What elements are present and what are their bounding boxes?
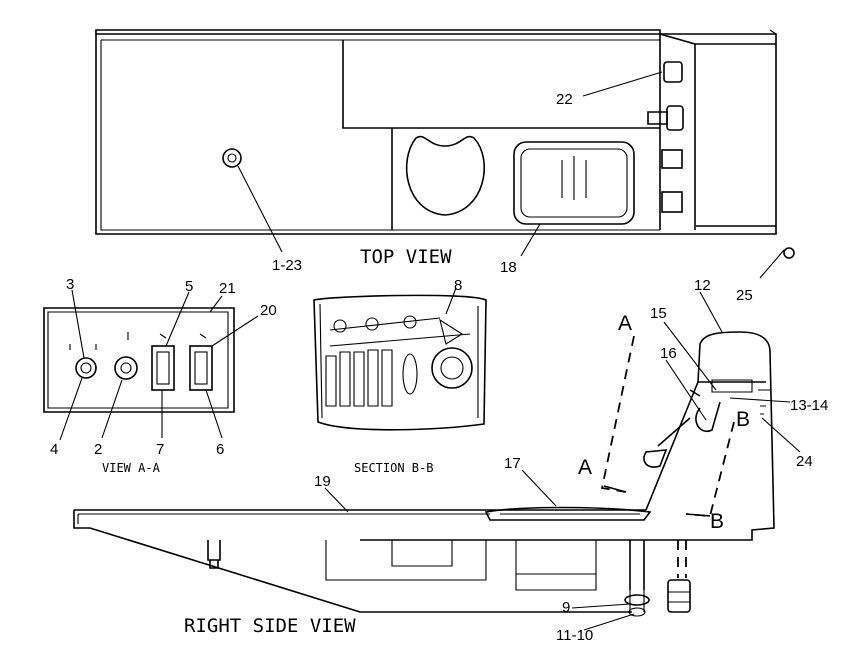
callout-4: 4 [50, 441, 58, 458]
callout-16: 16 [660, 345, 677, 362]
section-b-b [313, 287, 487, 431]
callout-3: 3 [66, 276, 74, 293]
title-top-view: TOP VIEW [360, 246, 452, 268]
right-side-view [73, 291, 801, 631]
callout-13-14: 13-14 [790, 397, 828, 414]
callout-24: 24 [796, 453, 813, 470]
callout-25: 25 [736, 287, 753, 304]
callout-5: 5 [185, 278, 193, 295]
view-a-a [43, 289, 259, 441]
callout-12: 12 [694, 277, 711, 294]
callout-6: 6 [216, 441, 224, 458]
callout-2: 2 [94, 441, 102, 458]
callout-21: 21 [219, 280, 236, 297]
section-letter-b-top: B [736, 408, 750, 431]
callout-1-23: 1-23 [272, 257, 302, 274]
section-letter-a-top: A [618, 312, 632, 335]
callout-22: 22 [556, 91, 573, 108]
callout-18: 18 [500, 259, 517, 276]
section-letter-b-bottom: B [710, 510, 724, 533]
callout-9: 9 [562, 599, 570, 616]
callout-17: 17 [504, 455, 521, 472]
section-letter-a-bottom: A [578, 456, 592, 479]
callout-7: 7 [156, 441, 164, 458]
callout-19: 19 [314, 473, 331, 490]
callout-11-10: 11-10 [556, 627, 593, 644]
title-view-a-a: VIEW A-A [102, 461, 161, 475]
title-section-b-b: SECTION B-B [354, 461, 433, 475]
callout-8: 8 [454, 277, 462, 294]
title-right-side-view: RIGHT SIDE VIEW [184, 615, 356, 637]
top-view [95, 29, 795, 279]
callout-20: 20 [260, 302, 277, 319]
callout-15: 15 [650, 305, 667, 322]
